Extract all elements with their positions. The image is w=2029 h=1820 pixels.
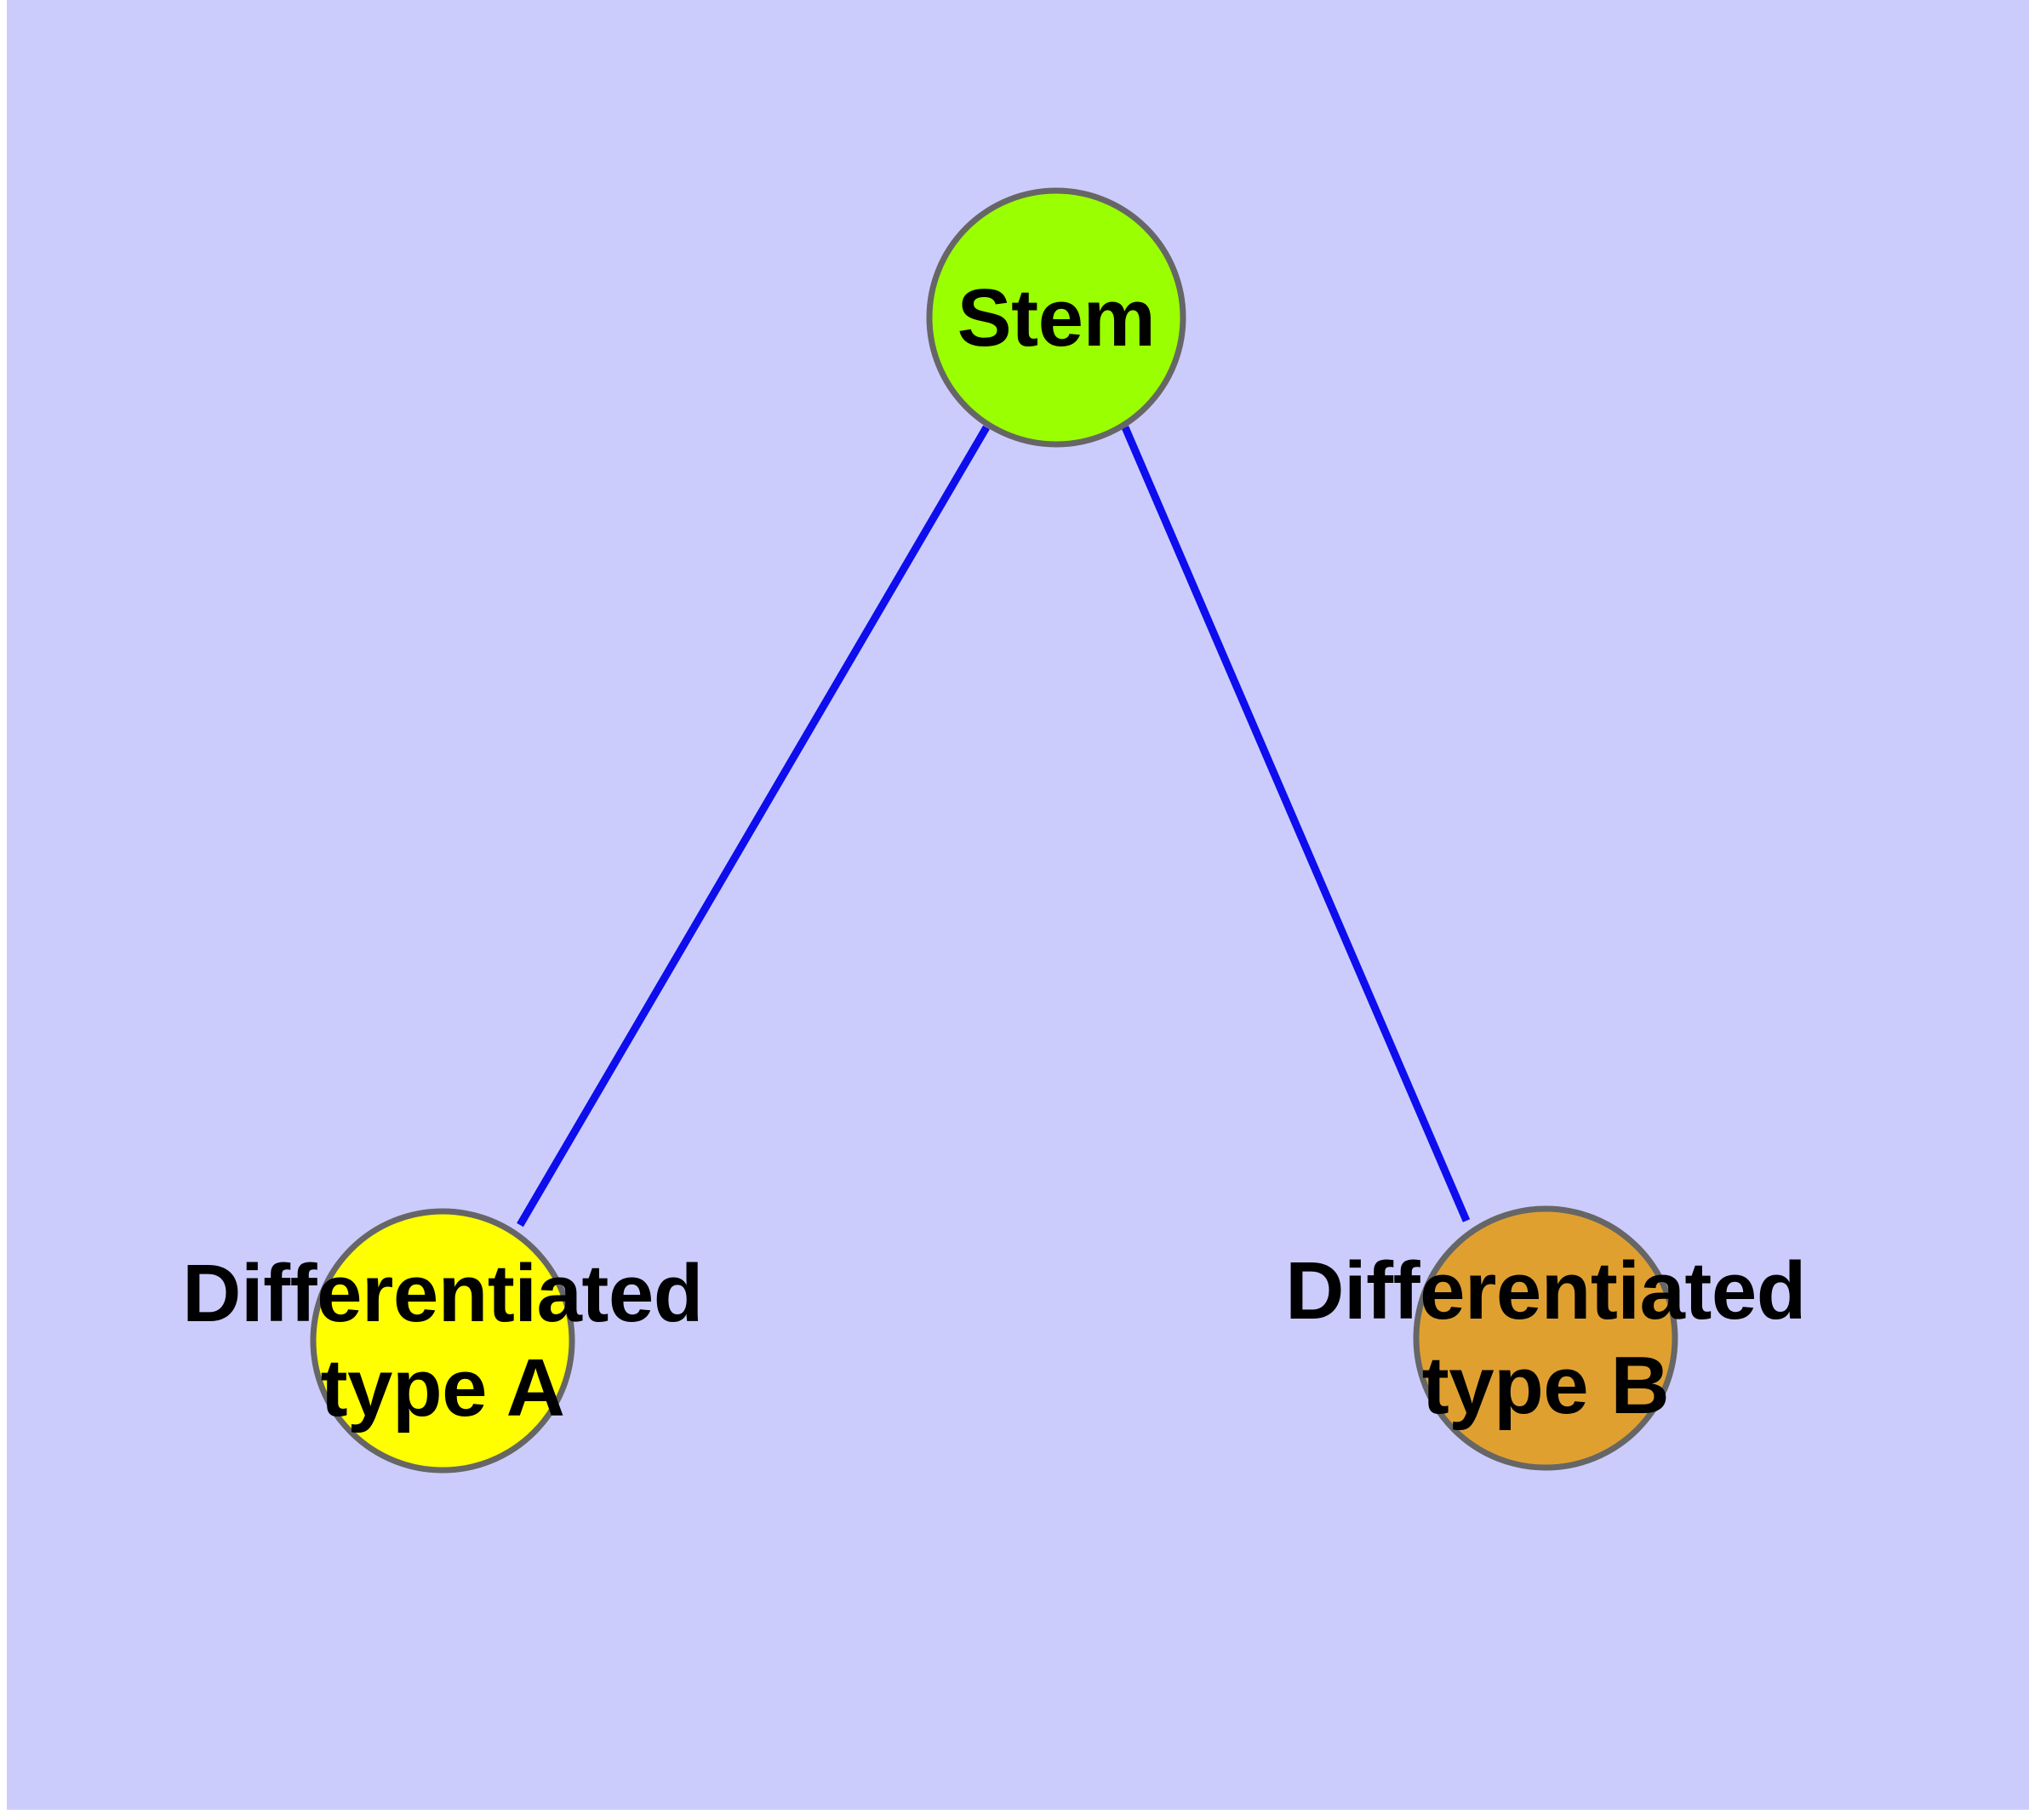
node-differentiated-type-a[interactable] — [310, 1208, 575, 1474]
node-layer — [310, 187, 1678, 1474]
node-stem[interactable] — [926, 187, 1186, 448]
node-differentiated-type-b[interactable] — [1413, 1205, 1678, 1471]
edge-stem-to-diff-b — [1121, 426, 1471, 1222]
edge-layer — [517, 425, 1471, 1228]
edge-stem-to-diff-a — [517, 425, 990, 1228]
